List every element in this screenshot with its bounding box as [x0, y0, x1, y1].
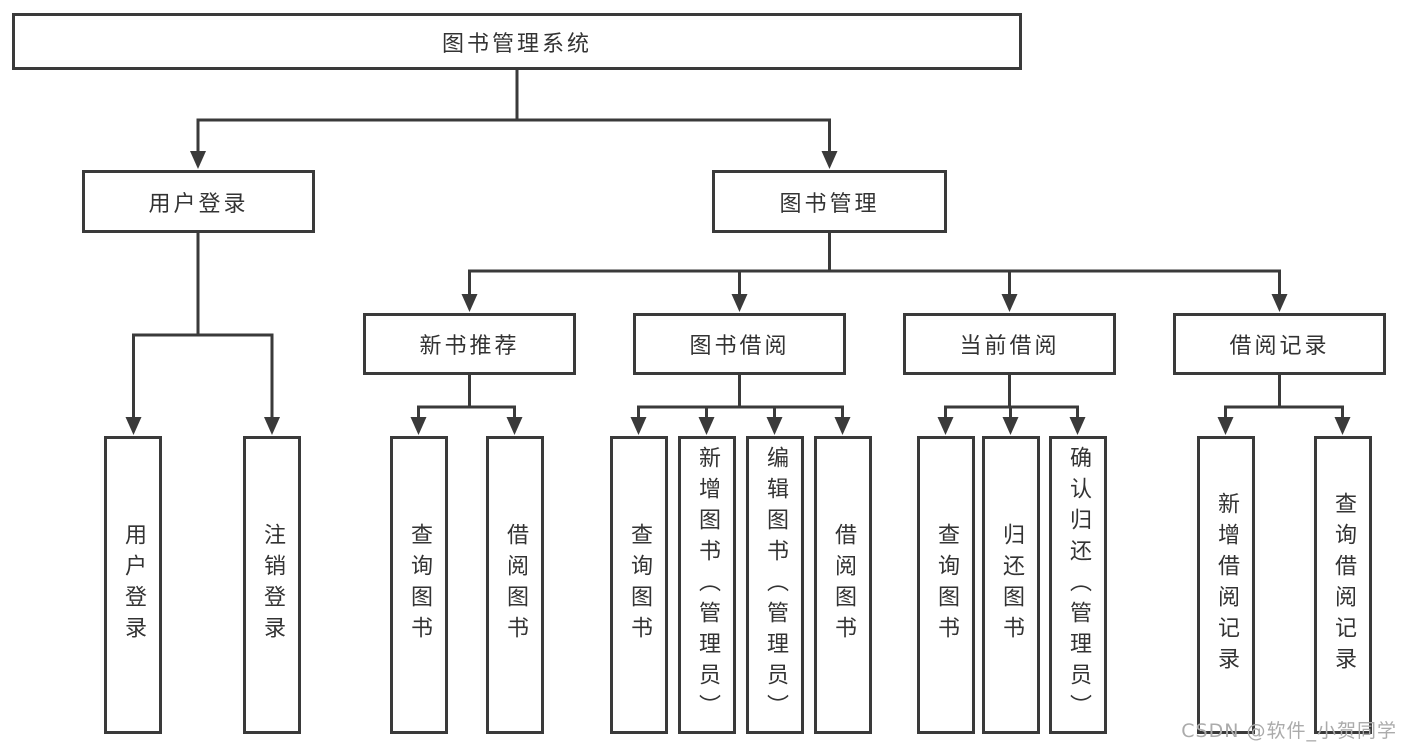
node-user-login: 用户登录	[82, 170, 315, 233]
leaf-borrow-books-recommend: 借阅图书	[486, 436, 544, 734]
node-book-borrow: 图书借阅	[633, 313, 846, 375]
leaf-borrow-books: 借阅图书	[814, 436, 872, 734]
node-library-system: 图书管理系统	[12, 13, 1022, 70]
leaf-user-login: 用户登录	[104, 436, 162, 734]
leaf-edit-books-admin: 编辑图书（管理员）	[746, 436, 804, 734]
leaf-logout: 注销登录	[243, 436, 301, 734]
node-borrow-records: 借阅记录	[1173, 313, 1386, 375]
node-book-management: 图书管理	[712, 170, 947, 233]
leaf-add-books-admin: 新增图书（管理员）	[678, 436, 736, 734]
leaf-confirm-return-admin: 确认归还（管理员）	[1049, 436, 1107, 734]
leaf-query-borrow-record: 查询借阅记录	[1314, 436, 1372, 734]
leaf-query-books-borrow: 查询图书	[610, 436, 668, 734]
leaf-return-books: 归还图书	[982, 436, 1040, 734]
node-current-borrow: 当前借阅	[903, 313, 1116, 375]
node-new-book-recommend: 新书推荐	[363, 313, 576, 375]
leaf-query-books-current: 查询图书	[917, 436, 975, 734]
leaf-add-borrow-record: 新增借阅记录	[1197, 436, 1255, 734]
watermark: CSDN @软件_小贺同学	[1181, 720, 1397, 742]
leaf-query-books-recommend: 查询图书	[390, 436, 448, 734]
